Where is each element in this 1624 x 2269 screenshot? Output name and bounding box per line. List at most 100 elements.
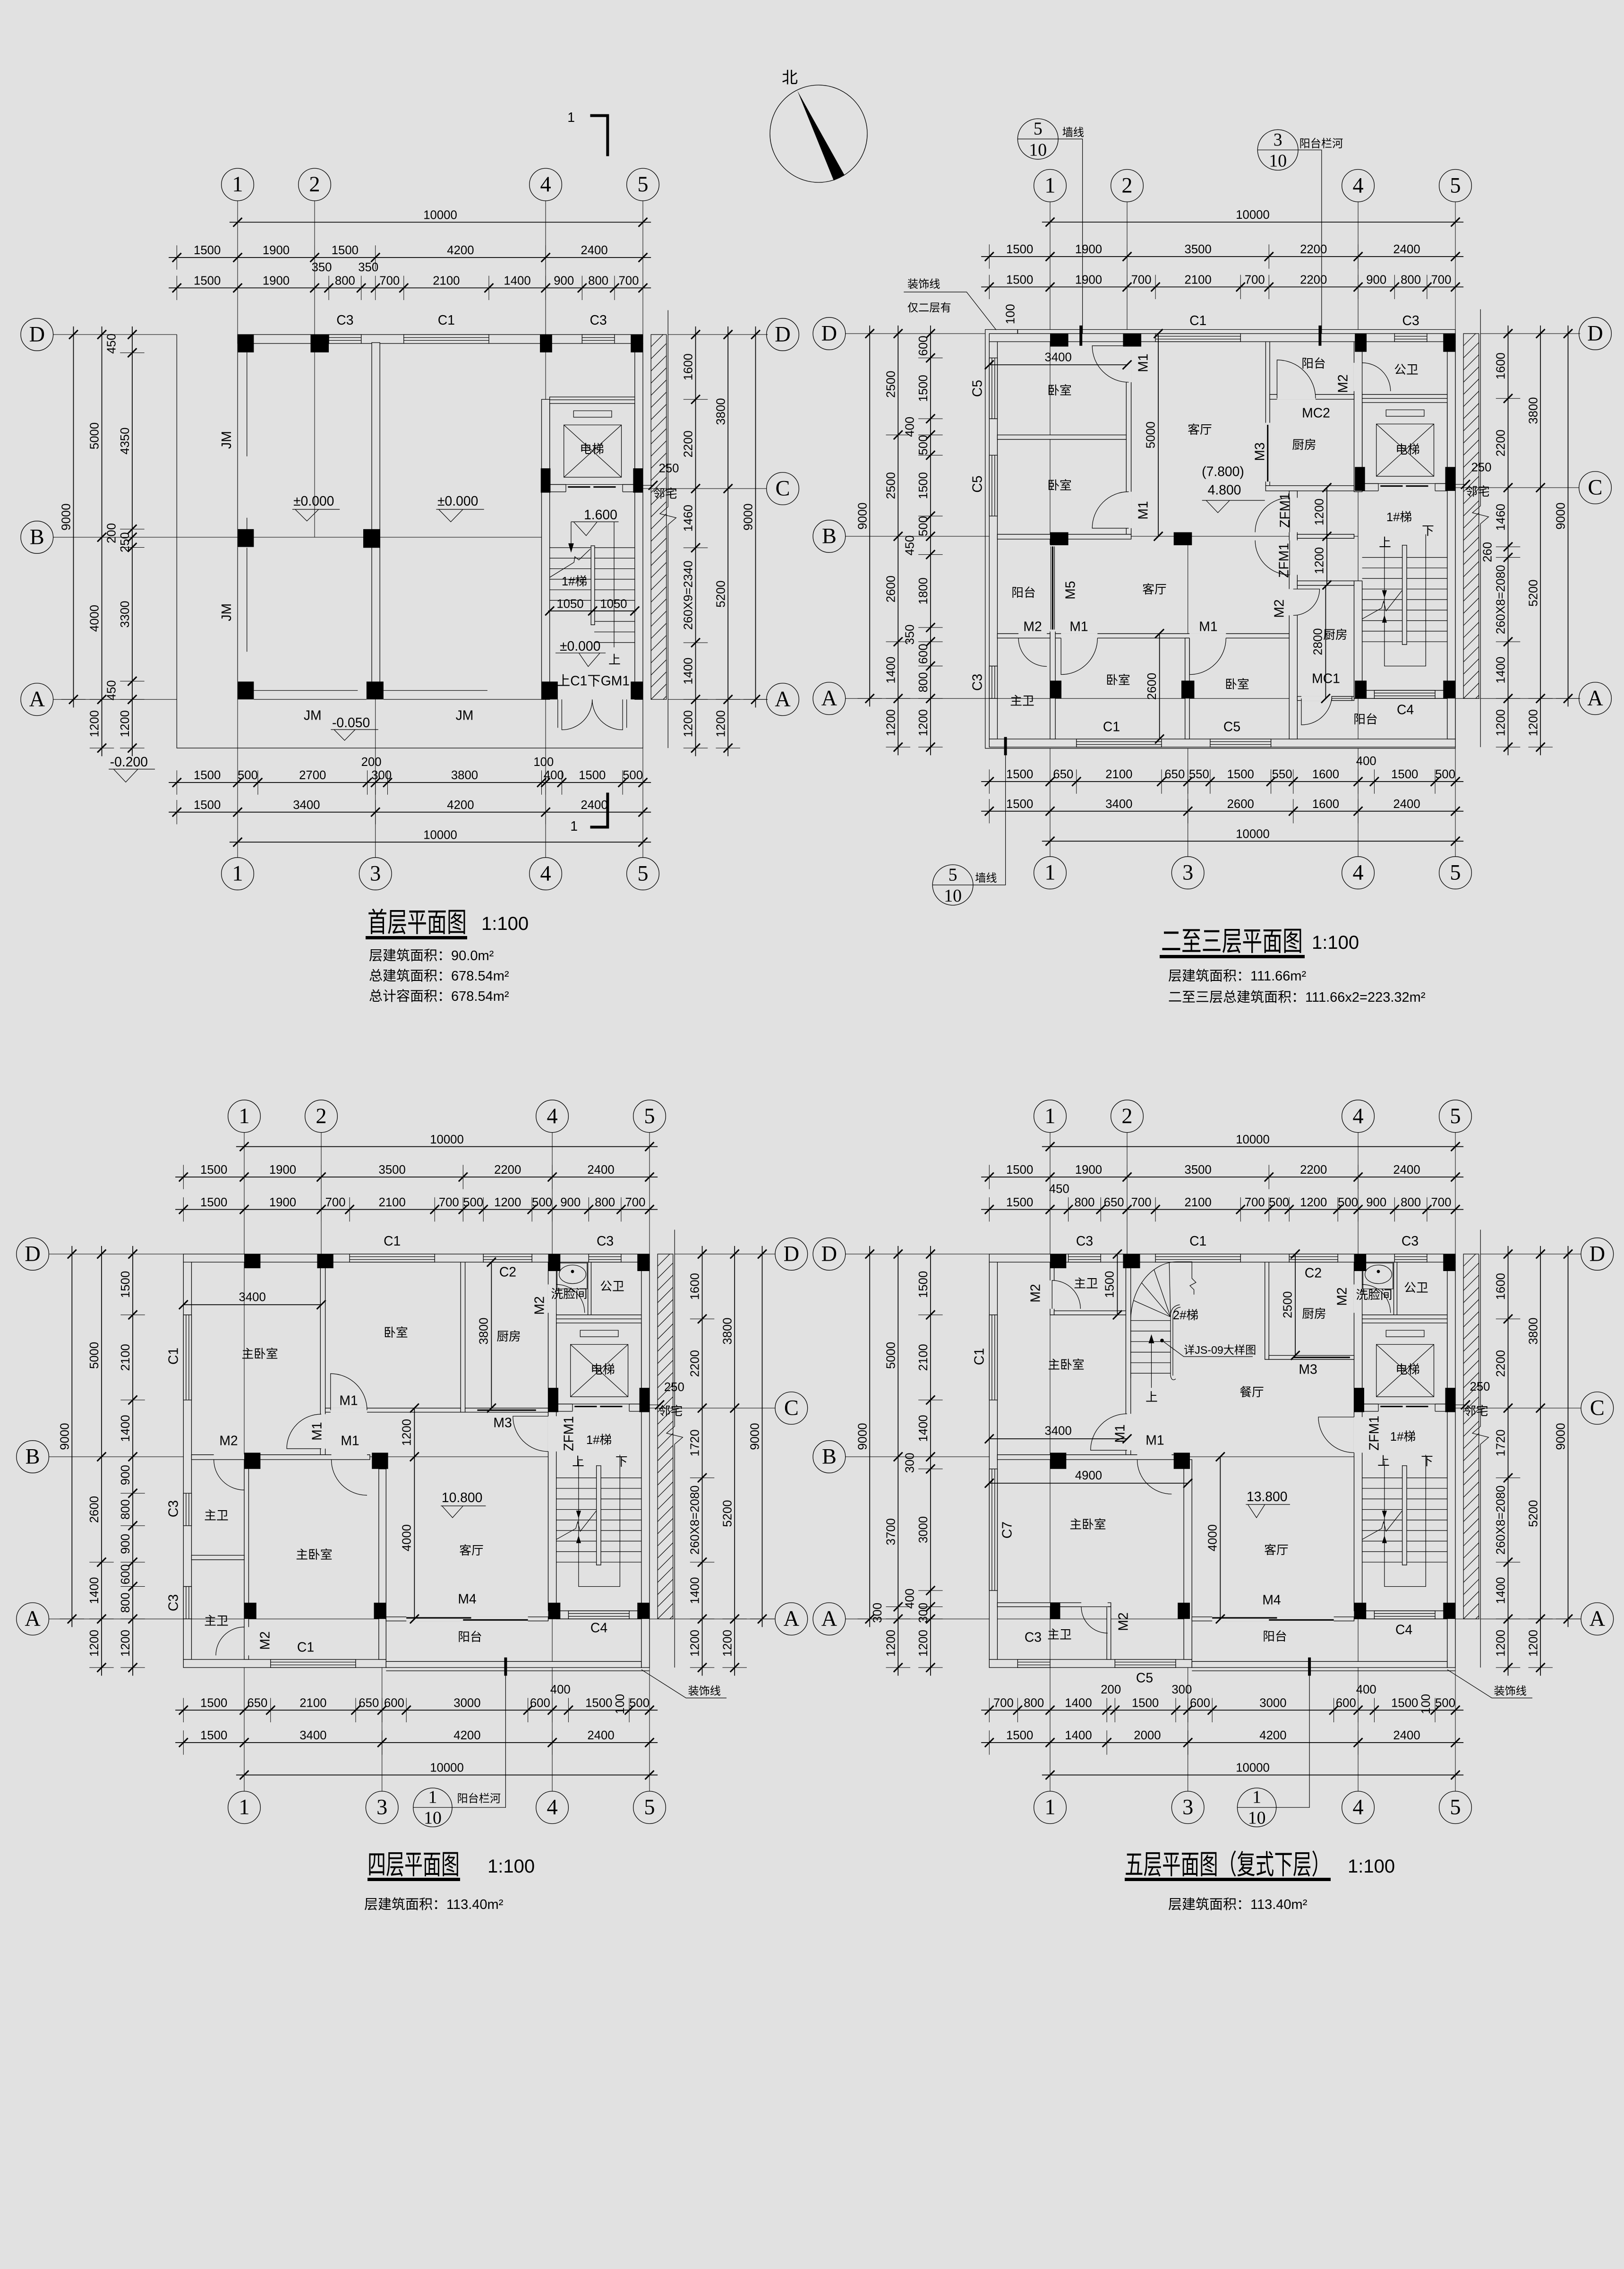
dimension-tick bbox=[639, 284, 648, 292]
axis-bubbles-right: DCA bbox=[1480, 1238, 1613, 1635]
axis-circle bbox=[21, 683, 53, 716]
room-label: 公卫 bbox=[1404, 1281, 1428, 1295]
dimension-tick bbox=[1536, 694, 1545, 703]
door-labels: M2 M2 M3 M1 M1 ZFM1 M4 M2 bbox=[1027, 1284, 1381, 1631]
inner-dimension: 1200 bbox=[1313, 547, 1326, 574]
axis-circle bbox=[1439, 857, 1472, 889]
dimension-value: 2400 bbox=[1393, 798, 1420, 811]
dimension-tick bbox=[1354, 807, 1363, 816]
dimension-tick bbox=[128, 1395, 137, 1404]
dimension-value: 3300 bbox=[119, 601, 132, 627]
dimension-tick bbox=[1451, 1738, 1460, 1747]
axis-circle bbox=[530, 168, 562, 201]
axis-bubble-A: A bbox=[675, 1603, 807, 1635]
dimension-tick bbox=[894, 1602, 903, 1611]
callout-sheet: 10 bbox=[1029, 140, 1047, 160]
dimension-value: 700 bbox=[379, 274, 400, 287]
dimension-value: 1500 bbox=[200, 1696, 227, 1710]
dimension-tick bbox=[1451, 1706, 1460, 1715]
dimension-value: 1460 bbox=[682, 505, 695, 532]
dimension-tick bbox=[730, 1404, 739, 1413]
door-label: M5 bbox=[1062, 581, 1077, 599]
dimension-tick bbox=[233, 253, 242, 262]
dimension-value: 250 bbox=[119, 532, 132, 552]
detail-callout-balcony-railing: 3 10 阳台栏河 bbox=[1257, 129, 1343, 345]
dimension-value: 2400 bbox=[1393, 1163, 1420, 1177]
dimension-value: 650 bbox=[1164, 768, 1185, 781]
door-label: MC1 bbox=[1312, 670, 1340, 686]
dimension-tick bbox=[985, 807, 994, 816]
dimension-value: 1500 bbox=[1006, 1729, 1033, 1742]
dimension-tick bbox=[985, 1205, 994, 1214]
dimension-value: 400 bbox=[544, 769, 564, 782]
elevation-value: 1.600 bbox=[584, 507, 617, 522]
dimension-value: 1500 bbox=[917, 375, 930, 402]
axis-label: 1 bbox=[232, 172, 243, 197]
dimension-value: 1500 bbox=[917, 472, 930, 499]
axis-label: A bbox=[821, 1607, 838, 1631]
axis-label: 3 bbox=[376, 1796, 387, 1820]
window-label: C3 bbox=[970, 674, 985, 691]
axis-bubble-D: D bbox=[675, 1238, 807, 1271]
dimension-tick bbox=[985, 1173, 994, 1182]
axis-circle bbox=[1342, 1100, 1375, 1133]
dimension-value: 600 bbox=[384, 1696, 404, 1710]
axis-circle bbox=[813, 682, 846, 715]
dimension-tick bbox=[985, 1706, 994, 1715]
dimension-value: 500 bbox=[463, 1196, 483, 1209]
axis-label: 4 bbox=[547, 1104, 557, 1128]
door-label: M1 bbox=[1135, 501, 1150, 519]
dimension-value: 500 bbox=[1269, 1196, 1289, 1209]
dimension-tick bbox=[926, 1663, 935, 1672]
dimension-tick bbox=[1354, 777, 1363, 786]
dimension-tick bbox=[1423, 1205, 1432, 1214]
axis-circle bbox=[1342, 170, 1375, 202]
dimension-tick bbox=[128, 1310, 137, 1319]
dimension-value: 300 bbox=[917, 1603, 930, 1623]
dimension-tick bbox=[1536, 1404, 1545, 1413]
dimension-chain-top-overall: 10000 bbox=[230, 208, 651, 234]
dimension-tick bbox=[926, 430, 935, 439]
dimension-value: 650 bbox=[1053, 768, 1073, 781]
dimension-value: 600 bbox=[119, 1564, 132, 1584]
dimension-value: 300 bbox=[871, 1603, 884, 1623]
windows bbox=[989, 334, 1435, 747]
room-label: 阳台 bbox=[1263, 1630, 1287, 1643]
rolling-door-label: JM bbox=[456, 708, 474, 723]
dimension-value: 1500 bbox=[194, 769, 221, 782]
dimension-value: 1600 bbox=[689, 1273, 702, 1300]
dimension-value: 800 bbox=[917, 672, 930, 692]
axis-bubble-2: 2 bbox=[1111, 170, 1144, 330]
section-label: 1 bbox=[570, 818, 578, 834]
dimension-tick bbox=[128, 744, 137, 753]
area-note: 总建筑面积：678.54m² bbox=[369, 968, 509, 984]
dimension-tick bbox=[1564, 329, 1573, 338]
dimension-tick bbox=[459, 1173, 468, 1182]
dimension-value: 1500 bbox=[1006, 243, 1033, 256]
axis-label: A bbox=[1587, 687, 1603, 711]
dimension-tick bbox=[1096, 1205, 1105, 1214]
dimension-value: 300 bbox=[1171, 1683, 1192, 1696]
dimension-tick bbox=[371, 808, 380, 816]
neighbor-wall-hatch bbox=[1455, 309, 1489, 748]
dimension-tick bbox=[1536, 1663, 1545, 1672]
dimension-chain-right-overall: 9000 bbox=[1555, 1246, 1581, 1627]
north-arrow: 北 bbox=[770, 69, 867, 182]
inner-dimension: 4000 bbox=[401, 1524, 414, 1551]
dimension-tick bbox=[926, 1453, 935, 1461]
dimension-value: 1400 bbox=[884, 657, 897, 684]
dimension-tick bbox=[625, 1706, 634, 1715]
dimension-tick bbox=[383, 778, 392, 787]
dimension-tick bbox=[1183, 1706, 1192, 1715]
dimension-chain-bottom-overall: 10000 bbox=[1042, 1762, 1463, 1788]
dimension-tick bbox=[691, 638, 700, 647]
dimension-value: 10000 bbox=[1236, 827, 1270, 841]
dimension-tick bbox=[557, 778, 566, 787]
windows bbox=[989, 1254, 1435, 1667]
